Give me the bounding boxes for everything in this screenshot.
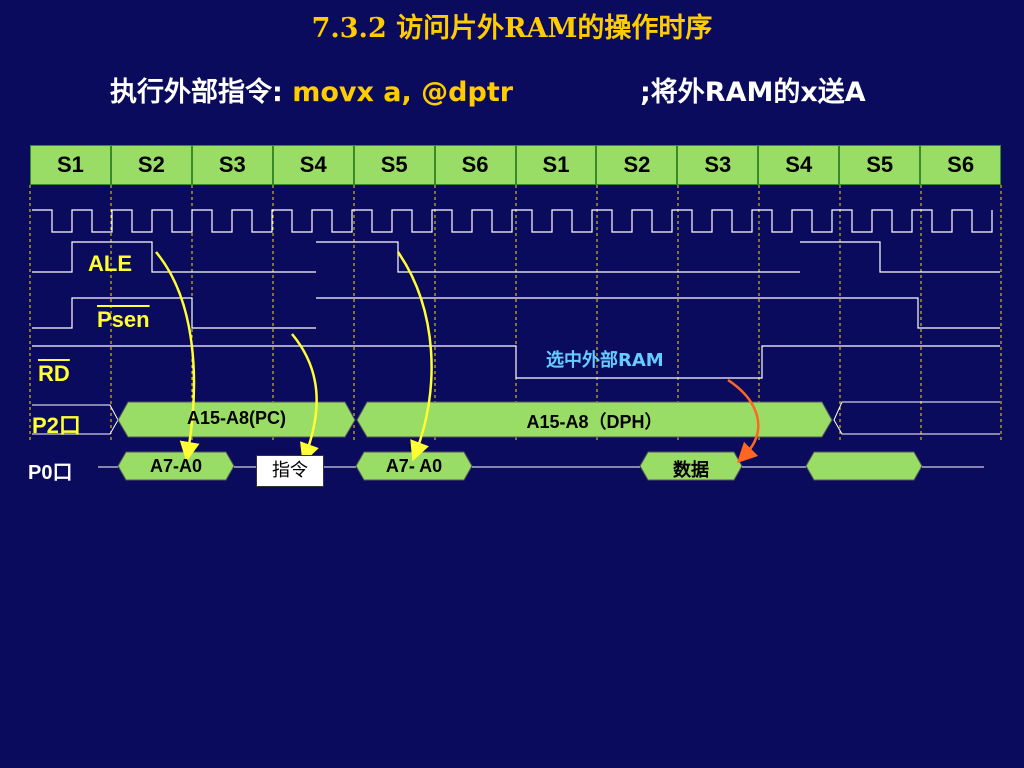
state-cell: S4 bbox=[272, 145, 354, 185]
state-row: S1 S2 S3 S4 S5 S6 S1 S2 S3 S4 S5 S6 bbox=[30, 145, 1002, 185]
state-dividers bbox=[29, 185, 1002, 440]
instruction-text: movx a, @dptr bbox=[292, 77, 514, 108]
p0-pc-low-address: A7-A0 bbox=[149, 456, 202, 476]
state-cell: S6 bbox=[434, 145, 516, 185]
clock-waveform bbox=[32, 209, 993, 233]
state-cell: S1 bbox=[515, 145, 597, 185]
slide-title: 7.3.2 访问片外RAM的操作时序 bbox=[311, 13, 713, 44]
p2-pc-address: A15-A8(PC) bbox=[186, 408, 287, 428]
p0-data: 数据 bbox=[673, 460, 709, 480]
state-cell: S2 bbox=[110, 145, 192, 185]
p0-label: P0口 bbox=[28, 462, 73, 484]
state-cell: S6 bbox=[920, 145, 1002, 185]
subtitle: 执行外部指令: movx a, @dptr ;将外RAM的x送A bbox=[110, 70, 866, 109]
ale-latch-arrow bbox=[155, 251, 200, 462]
p2-dph-address: A15-A8（DPH） bbox=[526, 412, 663, 432]
p2-label: P2口 bbox=[32, 413, 81, 438]
ale-waveform bbox=[32, 241, 1000, 273]
state-cell: S5 bbox=[353, 145, 435, 185]
subtitle-prefix: 执行外部指令: bbox=[110, 77, 293, 108]
p2-bus bbox=[32, 401, 1000, 438]
p0-instruction-box: 指令 bbox=[256, 455, 324, 487]
p0-dpl-address: A7- A0 bbox=[385, 456, 443, 476]
state-cell: S5 bbox=[839, 145, 921, 185]
psen-read-arrow bbox=[291, 333, 319, 464]
psen-waveform bbox=[32, 297, 1000, 329]
state-cell: S3 bbox=[191, 145, 273, 185]
state-cell: S4 bbox=[758, 145, 840, 185]
ale-label: ALE bbox=[88, 251, 132, 276]
p0-bus bbox=[98, 451, 984, 481]
select-ram-note: 选中外部RAM bbox=[546, 350, 664, 371]
state-cell: S1 bbox=[30, 145, 111, 185]
state-cell: S3 bbox=[677, 145, 759, 185]
psen-label: Psen bbox=[97, 307, 150, 332]
ram-data-arrow bbox=[727, 378, 760, 464]
rd-label: RD bbox=[38, 361, 70, 386]
instruction-comment: ;将外RAM的x送A bbox=[640, 77, 866, 108]
state-cell: S2 bbox=[596, 145, 678, 185]
ale-second-latch-arrow bbox=[396, 251, 433, 462]
rd-waveform bbox=[32, 345, 1000, 379]
